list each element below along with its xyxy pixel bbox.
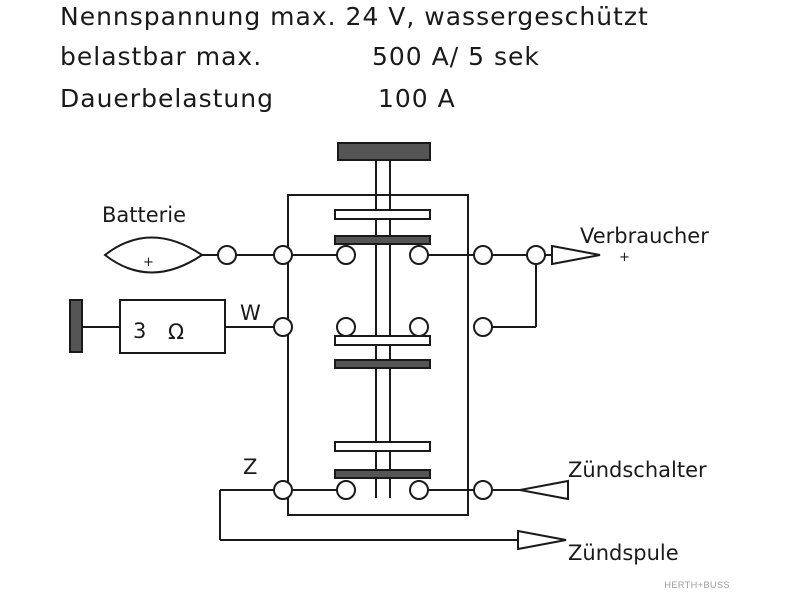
resistor-ohm-symbol: Ω [168,320,184,344]
relay-housing [287,194,469,516]
spec-continuous-load-value: 100 A [378,84,456,113]
spec-max-load-label: belastbar max. [60,42,263,71]
ignition-switch-label: Zündschalter [568,458,707,482]
contact-bar-lower [334,469,431,479]
top-mounting-plate [337,142,431,161]
consumer-arrow-icon [551,244,601,266]
ignition-coil-arrow-icon [517,529,567,551]
battery-terminal [217,245,237,265]
resistor-value-label: 3 [133,319,146,343]
contact-bar-middle [334,359,431,369]
ignition-switch-arrow-icon [519,479,569,501]
spec-max-load-value: 500 A/ 5 sek [372,42,540,71]
contact-plate-middle [334,335,431,346]
spec-rated-voltage: Nennspannung max. 24 V, wassergeschützt [60,2,649,31]
consumer-terminal [526,245,546,265]
battery-plus-sign: + [143,255,154,270]
contact-plate-lower [334,441,431,452]
consumer-label: Verbraucher [580,224,709,248]
lower-right-contact [409,480,429,500]
contact-plate-upper [334,209,431,220]
spec-continuous-load-label: Dauerbelastung [60,84,274,113]
relay-output-terminal [473,245,493,265]
watermark-logo: HERTH+BUSS [664,580,730,590]
relay-input-terminal [273,245,293,265]
middle-right-contact [409,317,429,337]
ignition-coil-label: Zündspule [568,541,679,565]
consumer-plus-sign: + [619,250,630,265]
w-terminal [273,317,293,337]
ground-symbol [69,299,83,353]
contact-bar-upper [334,235,431,245]
upper-right-contact [409,245,429,265]
middle-right-terminal [473,317,493,337]
upper-left-contact [336,245,356,265]
z-terminal [273,480,293,500]
terminal-z-label: Z [243,455,257,479]
middle-left-contact [336,317,356,337]
ignition-switch-terminal [473,480,493,500]
terminal-w-label: W [240,301,261,325]
battery-label: Batterie [102,203,186,227]
lower-left-contact [336,480,356,500]
resistor-box [119,299,226,354]
